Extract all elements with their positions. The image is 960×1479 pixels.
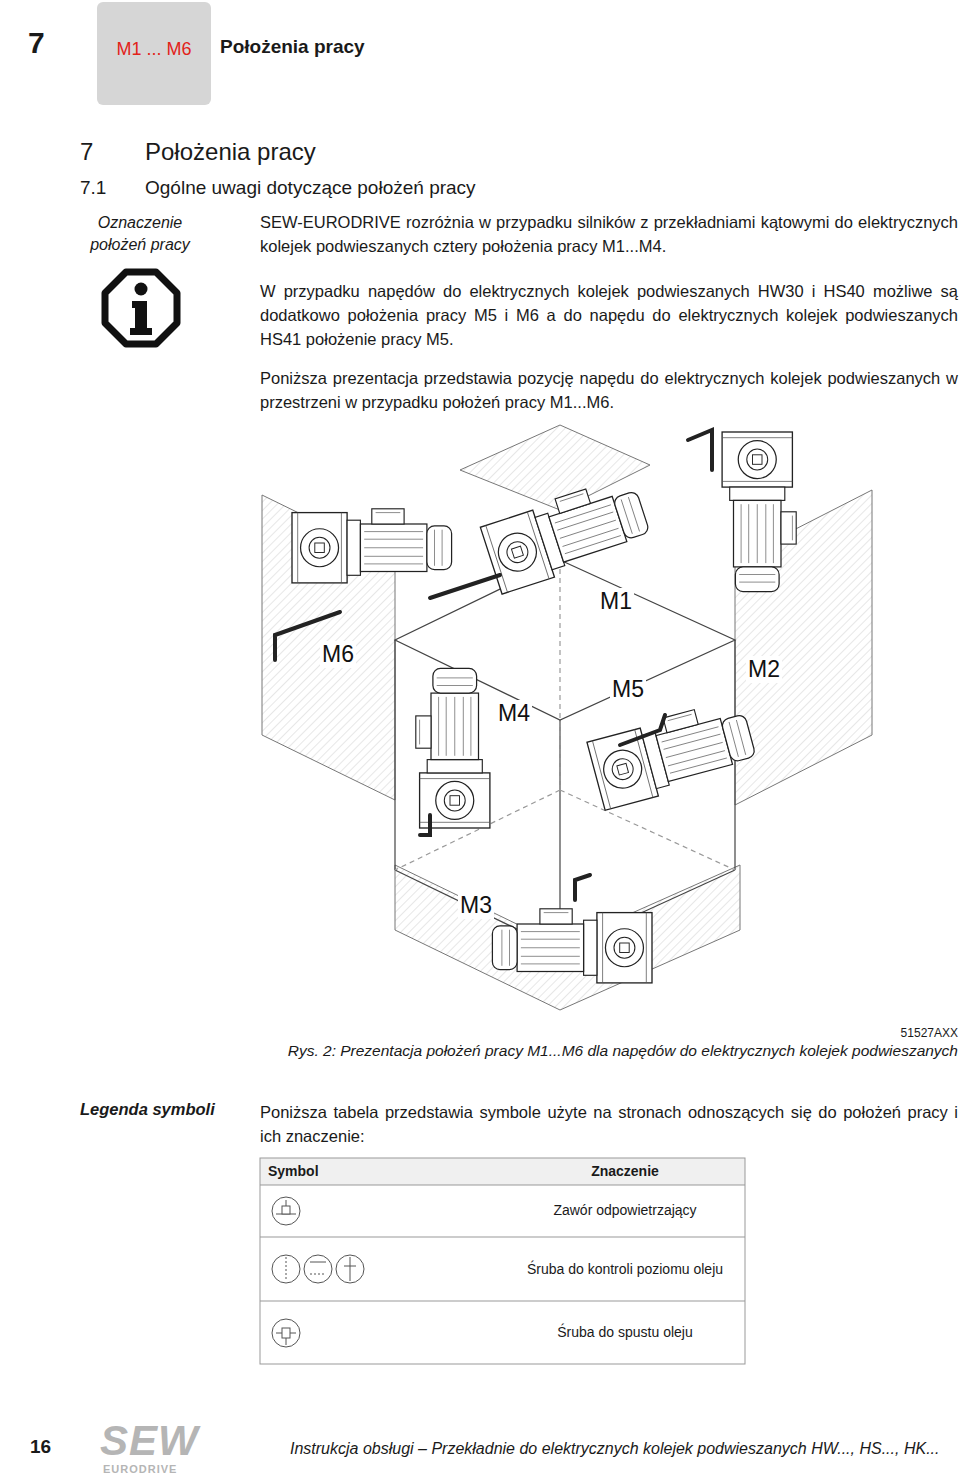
position-label: M5 <box>610 676 646 703</box>
logo-text: EURODRIVE <box>103 1463 177 1475</box>
subheading-number: 7.1 <box>80 177 106 199</box>
header-tab: M1 ... M6 <box>97 2 211 105</box>
chapter-number: 7 <box>28 26 45 60</box>
page-number: 16 <box>30 1436 51 1458</box>
paragraph: Poniższa prezentacja przedstawia pozycję… <box>260 366 958 414</box>
table-cell: Śruba do spustu oleju <box>505 1324 745 1340</box>
running-header: Położenia pracy <box>220 36 365 58</box>
projection-planes <box>262 425 872 1010</box>
heading-number: 7 <box>80 138 93 166</box>
logo-text: SEW <box>100 1418 199 1464</box>
table-cell: Śruba do kontroli poziomu oleju <box>505 1261 745 1277</box>
position-label: M3 <box>458 892 494 919</box>
table-header: Symbol <box>268 1163 319 1179</box>
paragraph: W przypadku napędów do elektrycznych kol… <box>260 279 958 351</box>
side-label: Legenda symboli <box>80 1100 215 1119</box>
gear-motors <box>292 432 796 983</box>
crank-handles <box>275 430 712 900</box>
side-label: Oznaczenie położeń pracy <box>72 212 208 256</box>
section-heading: Położenia pracy <box>145 138 316 166</box>
paragraph: Poniższa tabela przedstawia symbole użyt… <box>260 1100 958 1148</box>
paragraph: SEW-EURODRIVE rozróżnia w przypadku siln… <box>260 210 958 258</box>
position-label: M6 <box>320 641 356 668</box>
figure-code: 51527AXX <box>870 1026 958 1040</box>
position-label: M2 <box>746 656 782 683</box>
footer-text: Instrukcja obsługi – Przekładnie do elek… <box>290 1440 939 1458</box>
subheading: Ogólne uwagi dotyczące położeń pracy <box>145 177 476 199</box>
position-label: M4 <box>496 700 532 727</box>
figure-caption: Rys. 2: Prezentacja położeń pracy M1...M… <box>240 1042 958 1060</box>
table-header: Znaczenie <box>505 1163 745 1179</box>
table-cell: Zawór odpowietrzający <box>505 1202 745 1218</box>
symbol-table <box>260 1158 745 1364</box>
position-label: M1 <box>598 588 634 615</box>
info-icon <box>105 272 177 344</box>
tab-label: M1 ... M6 <box>97 39 211 60</box>
